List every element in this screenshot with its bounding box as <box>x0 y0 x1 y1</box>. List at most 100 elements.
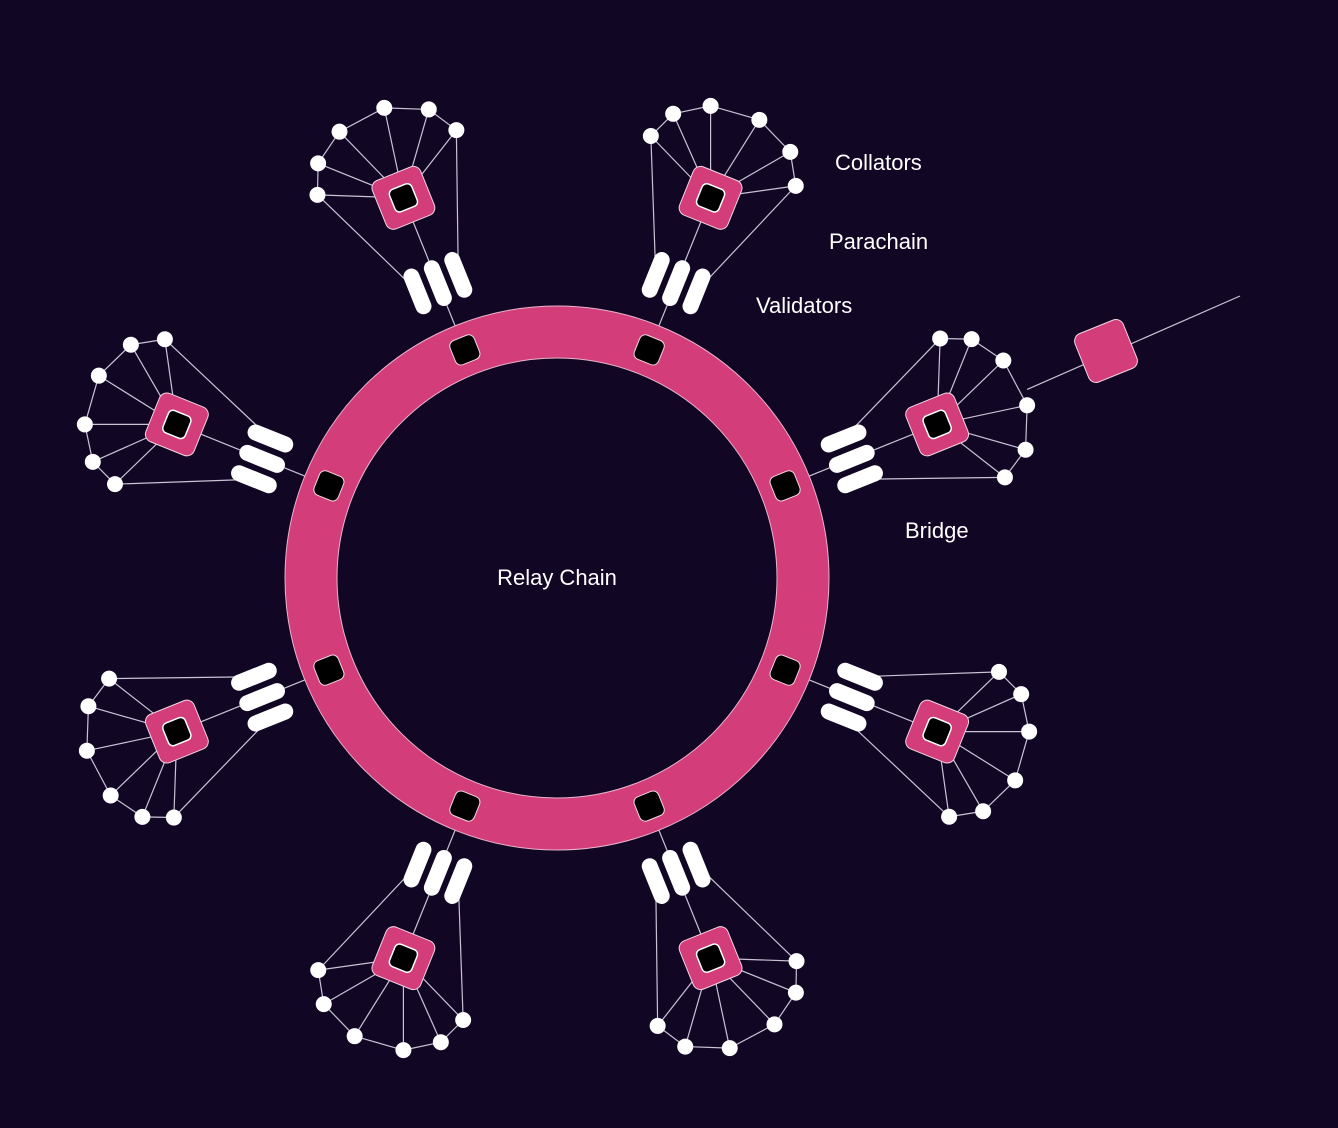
collator-node <box>448 122 465 139</box>
bridged-chain-block <box>1074 319 1138 383</box>
collator-node <box>721 1040 738 1057</box>
bridge-line <box>1026 295 1241 390</box>
relay-slot-4 <box>769 654 801 686</box>
collator-link-line <box>84 375 100 425</box>
collator-link-line <box>729 1023 775 1049</box>
validator-collator-edge-line <box>455 130 459 275</box>
validator-parachain-line <box>411 894 430 937</box>
collator-node <box>941 808 958 825</box>
validator-pill <box>444 252 473 298</box>
validator-pill <box>662 850 691 896</box>
relay-slot-3 <box>769 470 801 502</box>
bridge-group <box>1026 295 1241 390</box>
validator-pill <box>682 841 711 888</box>
collator-node <box>376 99 393 116</box>
collator-node <box>346 1028 363 1045</box>
parachain-5 <box>633 790 805 1057</box>
collator-node <box>787 984 804 1001</box>
collator-node <box>1007 772 1024 789</box>
collator-node <box>80 698 97 715</box>
validator-pill <box>239 683 285 712</box>
collator-node <box>76 416 93 433</box>
collator-node <box>963 331 980 348</box>
collator-node <box>310 155 327 172</box>
validator-collator-edge-line <box>843 338 941 439</box>
collator-node <box>331 123 348 140</box>
collator-node <box>309 186 326 203</box>
relay-slot-1 <box>449 334 481 366</box>
validator-pill <box>641 858 670 904</box>
parachains-group <box>76 97 1038 1059</box>
validator-parachain-line <box>873 705 916 724</box>
parachain-6 <box>310 790 481 1059</box>
collator-node <box>642 127 659 144</box>
collator-node <box>102 787 119 804</box>
collator-node <box>702 97 719 114</box>
validator-pill <box>820 424 867 453</box>
validator-parachain-line <box>684 894 703 937</box>
parachain-8 <box>76 331 345 502</box>
parachain-3 <box>769 330 1036 502</box>
collator-node <box>122 336 139 353</box>
collator-node <box>788 953 805 970</box>
validator-parachain-line <box>411 219 430 262</box>
collator-node <box>787 177 804 194</box>
collator-node <box>432 1034 449 1051</box>
parachain-label: Parachain <box>829 229 928 254</box>
collator-node <box>782 143 799 160</box>
validator-collator-edge-line <box>696 864 797 962</box>
validator-collator-edge-line <box>650 135 657 275</box>
relay-chain-label: Relay Chain <box>497 565 617 590</box>
validators-label: Validators <box>756 293 852 318</box>
validator-collator-edge-line <box>860 476 1005 480</box>
parachain-core <box>161 716 192 747</box>
collator-link-line <box>1014 731 1030 781</box>
collator-node <box>1017 441 1034 458</box>
relay-slot-6 <box>449 790 481 822</box>
collator-node <box>455 1012 472 1029</box>
collator-node <box>1013 686 1030 703</box>
collator-node <box>996 469 1013 486</box>
validator-collator-edge-line <box>114 478 254 485</box>
validator-parachain-line <box>873 432 916 451</box>
collator-node <box>395 1042 412 1059</box>
connection-lines <box>84 105 1030 1051</box>
collator-link-line <box>1002 360 1028 406</box>
validator-pill <box>662 260 691 306</box>
relay-chain-ring-inner-edge <box>336 357 778 799</box>
validator-parachain-line <box>198 705 241 724</box>
collator-node <box>90 367 107 384</box>
validator-collator-edge-line <box>843 717 950 818</box>
collator-link-line <box>354 1035 404 1051</box>
relay-chain-ring <box>285 306 829 850</box>
validator-collator-edge-line <box>164 338 271 439</box>
collator-node <box>156 331 173 348</box>
parachain-2 <box>633 97 804 366</box>
collator-node <box>106 476 123 493</box>
collator-node <box>1021 723 1038 740</box>
collator-node <box>1019 397 1036 414</box>
validator-collator-edge-line <box>317 864 418 971</box>
collator-node <box>165 809 182 826</box>
relay-slot-5 <box>633 790 665 822</box>
collator-link-line <box>339 107 385 133</box>
collator-link-line <box>710 105 760 121</box>
validator-collator-edge-line <box>655 881 659 1026</box>
relay-slot-8 <box>313 470 345 502</box>
collator-node <box>766 1016 783 1033</box>
validator-parachain-line <box>198 432 241 451</box>
validator-pill <box>682 268 711 315</box>
validator-pill <box>403 268 432 315</box>
validator-pill <box>837 465 883 494</box>
relay-chain-ring-outer-edge <box>284 305 830 851</box>
validator-pill <box>837 662 883 691</box>
collator-node <box>995 352 1012 369</box>
relay-chain-ring-group <box>284 305 830 851</box>
collator-link-line <box>86 750 112 796</box>
parachain-7 <box>78 654 345 826</box>
validator-collator-edge-line <box>457 881 464 1021</box>
validator-collator-edge-line <box>317 194 418 292</box>
collator-node <box>751 111 768 128</box>
